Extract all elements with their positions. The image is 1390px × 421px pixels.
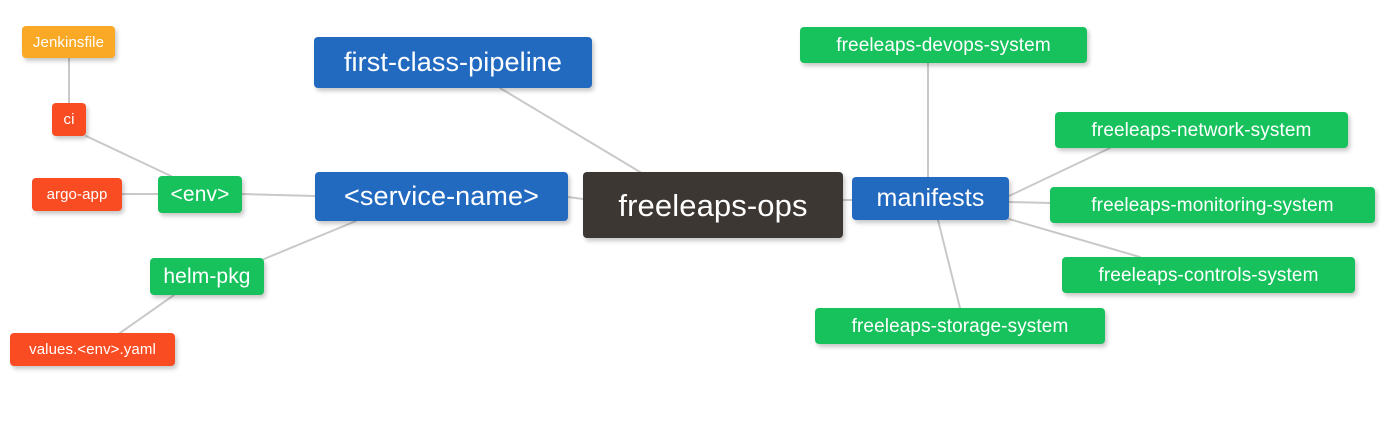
edge-ci-to-env	[85, 135, 172, 177]
node-label: freeleaps-ops	[618, 187, 808, 223]
node-manifests[interactable]: manifests	[852, 177, 1009, 220]
node-ci[interactable]: ci	[52, 103, 86, 136]
edge-first-class-pipeline-to-freeleaps-ops	[499, 87, 641, 173]
node-label: manifests	[876, 184, 985, 212]
edge-service-name-to-helm-pkg	[263, 220, 357, 260]
node-service-name[interactable]: <service-name>	[315, 172, 568, 221]
node-label: ci	[63, 111, 75, 128]
edge-manifests-to-controls-system	[1008, 218, 1141, 258]
edge-service-name-to-freeleaps-ops	[567, 196, 584, 200]
node-values-yaml[interactable]: values.<env>.yaml	[10, 333, 175, 366]
node-network-system[interactable]: freeleaps-network-system	[1055, 112, 1348, 148]
node-argo-app[interactable]: argo-app	[32, 178, 122, 211]
node-env[interactable]: <env>	[158, 176, 242, 213]
edge-manifests-to-storage-system	[937, 219, 961, 309]
node-devops-system[interactable]: freeleaps-devops-system	[800, 27, 1087, 63]
node-label: freeleaps-network-system	[1091, 119, 1312, 141]
node-label: values.<env>.yaml	[29, 341, 156, 358]
edge-helm-pkg-to-values-yaml	[119, 294, 175, 334]
node-label: freeleaps-monitoring-system	[1091, 194, 1334, 216]
node-label: freeleaps-devops-system	[836, 34, 1051, 56]
node-label: Jenkinsfile	[32, 33, 105, 51]
node-label: first-class-pipeline	[343, 47, 563, 77]
node-helm-pkg[interactable]: helm-pkg	[150, 258, 264, 295]
node-label: helm-pkg	[163, 265, 251, 288]
node-freeleaps-ops[interactable]: freeleaps-ops	[583, 172, 843, 238]
edge-env-to-service-name	[241, 193, 316, 197]
node-first-class-pipeline[interactable]: first-class-pipeline	[314, 37, 592, 88]
node-label: <env>	[170, 183, 230, 206]
node-storage-system[interactable]: freeleaps-storage-system	[815, 308, 1105, 344]
node-label: freeleaps-storage-system	[851, 315, 1069, 337]
node-monitoring-system[interactable]: freeleaps-monitoring-system	[1050, 187, 1375, 223]
node-label: freeleaps-controls-system	[1098, 264, 1319, 286]
node-jenkinsfile[interactable]: Jenkinsfile	[22, 26, 115, 58]
edge-manifests-to-monitoring-system	[1008, 201, 1051, 204]
node-label: <service-name>	[344, 181, 539, 211]
node-label: argo-app	[46, 186, 108, 203]
node-controls-system[interactable]: freeleaps-controls-system	[1062, 257, 1355, 293]
